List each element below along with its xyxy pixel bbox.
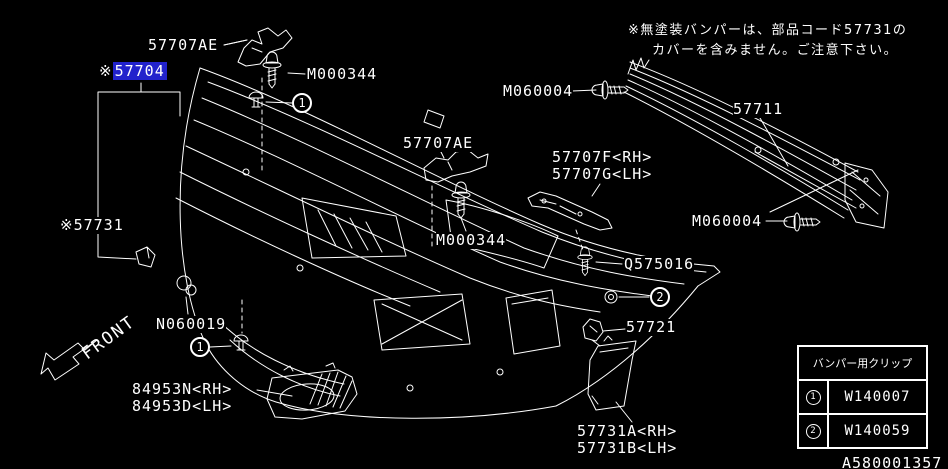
part-label-57711[interactable]: 57711 xyxy=(733,100,784,118)
part-57704-highlight[interactable]: 57704 xyxy=(112,62,167,80)
document-number: A580001357 xyxy=(842,454,943,469)
part-label-57731[interactable]: ※57731 xyxy=(60,216,124,234)
table-row: 2 W140059 xyxy=(799,413,926,447)
bracket-57707ae-mid xyxy=(423,149,489,251)
table-row: 1 W140007 xyxy=(799,381,926,413)
callout-1-bottom[interactable]: 1 xyxy=(190,337,210,357)
part-label-57721[interactable]: 57721 xyxy=(626,318,677,336)
front-arrow-icon xyxy=(40,339,98,381)
part-label-57707ae-top[interactable]: 57707AE xyxy=(148,36,219,54)
part-label-57731b[interactable]: 57731B<LH> xyxy=(577,439,678,457)
grommet-n060019 xyxy=(176,275,249,351)
clip-table-title: バンパー用クリップ xyxy=(799,347,926,381)
circled-2-icon: 2 xyxy=(805,423,821,439)
part-label-84953n[interactable]: 84953N<RH> xyxy=(132,380,233,398)
bracket-57704 xyxy=(97,82,181,268)
part-label-m060004-bottom[interactable]: M060004 xyxy=(692,212,763,230)
part-label-84953d[interactable]: 84953D<LH> xyxy=(132,397,233,415)
circled-1-icon: 1 xyxy=(805,389,821,405)
part-label-n060019[interactable]: N060019 xyxy=(156,315,227,333)
part-label-57731a[interactable]: 57731A<RH> xyxy=(577,422,678,440)
clip-row2-code[interactable]: W140059 xyxy=(844,423,911,439)
caution-note-line2: カバーを含みません。ご注意下さい。 xyxy=(652,42,899,59)
part-label-57707g[interactable]: 57707G<LH> xyxy=(552,165,653,183)
clip-row2-number-cell: 2 xyxy=(799,415,829,447)
part-label-57704-selected[interactable]: ※57704 xyxy=(99,62,167,80)
beam-57711 xyxy=(223,39,889,232)
callout-1-top[interactable]: 1 xyxy=(292,93,312,113)
part-label-m000344-mid[interactable]: M000344 xyxy=(436,231,507,249)
bumper-face-drawing xyxy=(175,67,721,419)
part-label-m060004-top[interactable]: M060004 xyxy=(503,82,574,100)
clip-57721-area xyxy=(582,290,650,342)
bumper-clip-table: バンパー用クリップ 1 W140007 2 W140059 xyxy=(797,345,928,449)
part-57704-prefix: ※ xyxy=(99,62,113,80)
fog-cover-84953 xyxy=(256,362,358,420)
part-label-57707f[interactable]: 57707F<RH> xyxy=(552,148,653,166)
callout-2[interactable]: 2 xyxy=(650,287,670,307)
clip-row1-number-cell: 1 xyxy=(799,381,829,413)
caution-note-line1: ※無塗装バンパーは、部品コード57731の xyxy=(628,22,908,39)
part-label-q575016[interactable]: Q575016 xyxy=(624,255,695,273)
side-cover-57731ab xyxy=(587,335,637,423)
part-label-m000344-top[interactable]: M000344 xyxy=(307,65,378,83)
part-label-57707ae-mid[interactable]: 57707AE xyxy=(403,134,474,152)
clip-row1-code[interactable]: W140007 xyxy=(844,389,911,405)
bracket-57707fg xyxy=(527,183,623,277)
